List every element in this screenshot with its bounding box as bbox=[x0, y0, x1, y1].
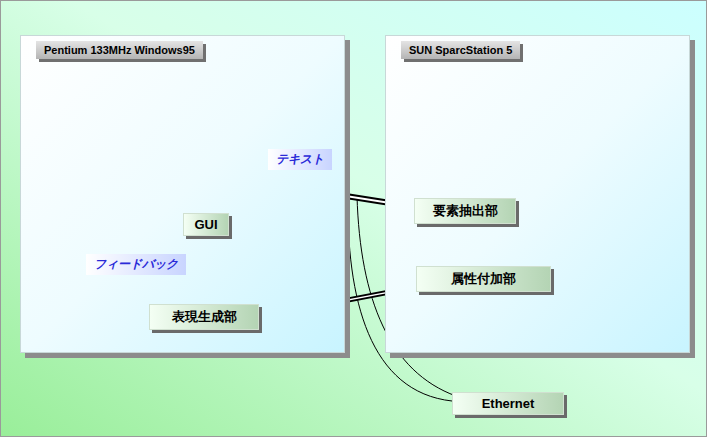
machine-heading: Pentium 133MHz Windows95 bbox=[36, 41, 203, 59]
network-box: Ethernet bbox=[452, 392, 564, 415]
box-label: 要素抽出部 bbox=[425, 202, 505, 220]
flow-label: テキスト bbox=[268, 149, 332, 170]
box-label: Ethernet bbox=[463, 396, 553, 411]
process-box: 表現生成部 bbox=[149, 304, 259, 330]
edge-label: フィードバック bbox=[86, 254, 186, 275]
machine-panel: Pentium 133MHz Windows95GUI 表現生成部 bbox=[20, 35, 345, 353]
process-box: GUI bbox=[183, 213, 229, 236]
box-label: GUI bbox=[194, 217, 218, 232]
heading-text: Pentium 133MHz Windows95 bbox=[44, 44, 195, 56]
machine-panel: SUN SparcStation 5 要素抽出部属性付加部 bbox=[385, 35, 690, 353]
process-box: 要素抽出部 bbox=[414, 198, 516, 224]
heading-text: SUN SparcStation 5 bbox=[409, 44, 512, 56]
box-label: 表現生成部 bbox=[160, 308, 248, 326]
process-box: 属性付加部 bbox=[416, 266, 551, 292]
box-label: 属性付加部 bbox=[427, 270, 540, 288]
machine-heading: SUN SparcStation 5 bbox=[401, 41, 520, 59]
